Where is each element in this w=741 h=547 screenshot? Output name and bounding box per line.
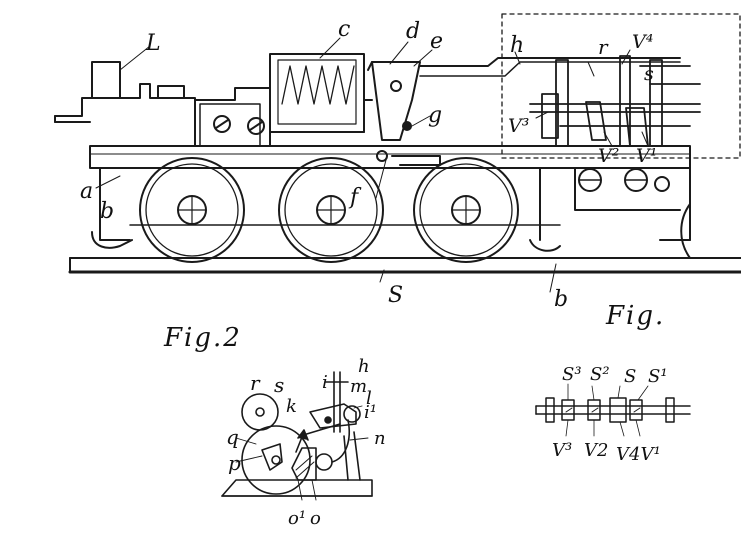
label-L: L	[145, 31, 161, 56]
fig3-label-v3: V³	[552, 440, 572, 461]
detail-region-box	[502, 14, 740, 158]
label-c: c	[338, 17, 350, 42]
label-b-right: b	[554, 287, 568, 312]
label-d: d	[406, 19, 420, 44]
fig3-label-s1: S¹	[648, 366, 668, 387]
label-v3: V³	[508, 115, 529, 137]
fig2-label-s: s	[274, 373, 284, 397]
fig2-label-h: h	[358, 356, 370, 377]
driving-wheel-1	[140, 158, 244, 262]
label-b-left: b	[100, 199, 114, 224]
motor-housing	[195, 88, 270, 146]
fig3-label-s2: S²	[590, 364, 610, 385]
fig3-label-v4v1: V4V¹	[616, 444, 661, 465]
fig3-label-s3: S³	[562, 364, 582, 385]
fig2-label-p: p	[228, 451, 241, 475]
linkage-rod-h	[420, 58, 680, 76]
partial-wheel-4	[681, 204, 690, 258]
fig2-label-o1: o¹	[288, 508, 306, 529]
fig3-label-s: S	[624, 366, 636, 387]
label-s: s	[644, 63, 654, 85]
fig2-label-i1: i¹	[364, 402, 377, 423]
frame-right-detail	[579, 168, 690, 240]
label-v1: V¹	[636, 145, 657, 167]
driving-wheel-3	[414, 158, 518, 262]
fig2-label-o: o	[310, 508, 321, 529]
fig2-label-q: q	[226, 425, 239, 449]
label-g: g	[428, 103, 442, 128]
buffer-hooks	[92, 232, 560, 251]
fig3-shaft	[536, 384, 690, 436]
fig2-label-n: n	[374, 428, 386, 449]
label-a: a	[80, 179, 93, 204]
label-e: e	[430, 29, 443, 54]
label-S: S	[388, 283, 403, 308]
label-v4: V⁴	[632, 31, 653, 53]
fig1-caption: Fig.	[605, 301, 665, 331]
reverser-mechanism	[530, 56, 700, 146]
label-f: f	[348, 185, 362, 210]
fig2-label-m: m	[350, 376, 367, 397]
fig3-label-v2: V2	[584, 440, 608, 461]
fig2-label-k: k	[286, 396, 297, 417]
label-h: h	[510, 33, 524, 58]
rail	[70, 258, 741, 272]
label-r: r	[598, 35, 609, 59]
cab-L	[55, 62, 195, 146]
fig2-caption: Fig.2	[163, 323, 242, 353]
driving-wheel-2	[279, 158, 383, 262]
label-v2: V²	[598, 145, 619, 167]
fig2-label-i: i	[322, 372, 328, 393]
fig2-label-r: r	[250, 371, 261, 395]
solenoid-coil-c	[270, 54, 364, 132]
